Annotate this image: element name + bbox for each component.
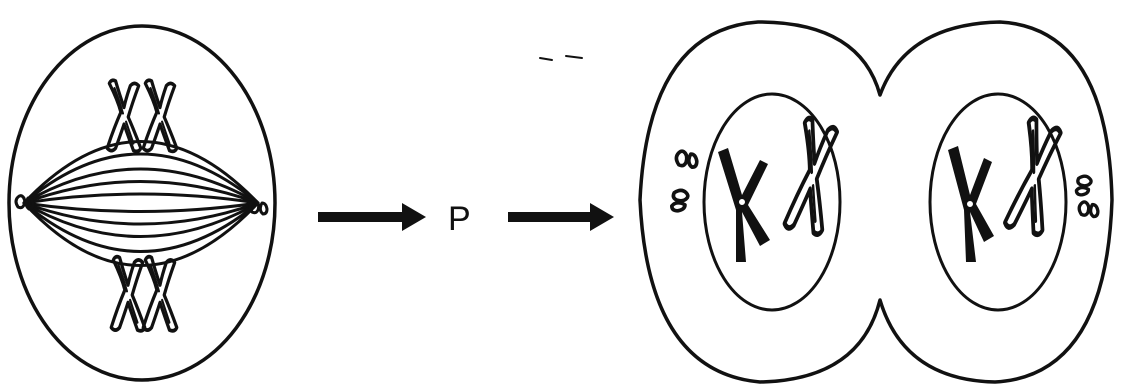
centrioles-right-daughter [1076,176,1098,216]
centrioles-left-daughter [672,151,697,211]
nucleus-right [930,94,1066,310]
lower-chromosomes [111,257,177,331]
spindle-fibers [24,142,258,266]
nucleus-left-chromosomes [718,117,841,262]
scan-speck [540,56,582,60]
nucleus-right-chromosomes [948,117,1065,262]
daughter-cells [640,22,1112,382]
arrow-1 [318,203,426,231]
arrow-2 [508,203,614,231]
stage-label: P [448,200,471,238]
dividing-cell-left [9,26,275,380]
